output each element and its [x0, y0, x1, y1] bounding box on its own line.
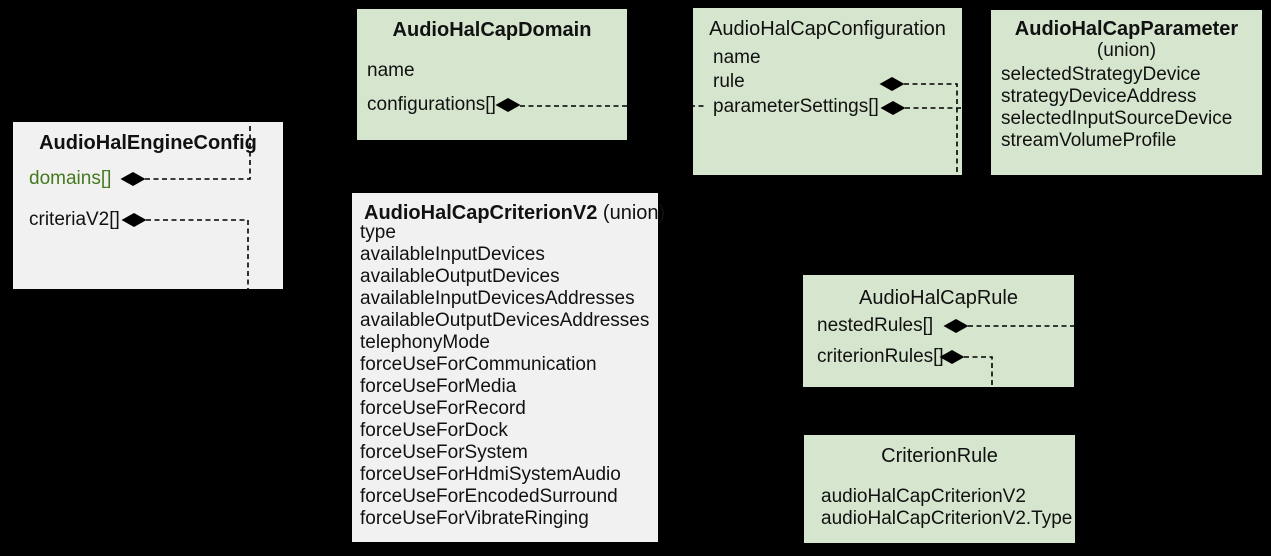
field-audio-hal-cap-criterion-v2: audioHalCapCriterionV2 [821, 486, 1026, 507]
field-strategy-device-address: strategyDeviceAddress [1001, 86, 1197, 107]
field-domains: domains[] [29, 168, 112, 189]
field-force-use-for-hdmi-system-audio: forceUseForHdmiSystemAudio [360, 464, 621, 485]
class-subtitle-union: (union) [1096, 40, 1157, 61]
field-stream-volume-profile: streamVolumeProfile [1001, 130, 1177, 151]
field-selected-input-source-device: selectedInputSourceDevice [1001, 108, 1233, 129]
field-force-use-for-communication: forceUseForCommunication [360, 354, 597, 375]
class-title: AudioHalCapCriterionV2 (union) [352, 201, 665, 225]
field-audio-hal-cap-criterion-v2-type: audioHalCapCriterionV2.Type [821, 508, 1073, 529]
field-name: name [367, 60, 415, 81]
class-title: AudioHalCapDomain [392, 19, 592, 41]
class-title: AudioHalCapRule [859, 287, 1018, 309]
class-box-cap-rule: AudioHalCapRule nestedRules[] criterionR… [803, 275, 1074, 387]
class-title: AudioHalCapConfiguration [709, 18, 946, 40]
class-title-bold: AudioHalCapCriterionV2 [364, 202, 598, 224]
field-force-use-for-record: forceUseForRecord [360, 398, 526, 419]
class-box-cap-domain: AudioHalCapDomain name configurations[] [357, 9, 627, 140]
field-force-use-for-encoded-surround: forceUseForEncodedSurround [360, 486, 618, 507]
field-force-use-for-dock: forceUseForDock [360, 420, 508, 441]
class-title-union-suffix: (union) [597, 202, 666, 224]
field-available-input-devices: availableInputDevices [360, 244, 545, 265]
field-criteriaV2: criteriaV2[] [29, 209, 120, 230]
field-available-output-devices-addresses: availableOutputDevicesAddresses [360, 310, 650, 331]
field-criterion-rules: criterionRules[] [817, 346, 944, 367]
field-available-input-devices-addresses: availableInputDevicesAddresses [360, 288, 635, 309]
field-force-use-for-vibrate-ringing: forceUseForVibrateRinging [360, 508, 589, 529]
field-available-output-devices: availableOutputDevices [360, 266, 560, 287]
field-type: type [360, 222, 396, 243]
class-box-cap-configuration: AudioHalCapConfiguration name rule param… [693, 8, 962, 175]
class-box-criterion-rule: CriterionRule audioHalCapCriterionV2 aud… [804, 435, 1075, 543]
class-title: AudioHalCapParameter [1014, 18, 1239, 40]
class-box-cap-parameter: AudioHalCapParameter (union) selectedStr… [991, 10, 1262, 175]
field-rule: rule [713, 71, 745, 92]
class-title: CriterionRule [881, 445, 998, 467]
field-telephony-mode: telephonyMode [360, 332, 490, 353]
field-selected-strategy-device: selectedStrategyDevice [1001, 64, 1201, 85]
field-parameter-settings: parameterSettings[] [713, 96, 879, 117]
class-box-engine-config: AudioHalEngineConfig domains[] criteriaV… [13, 122, 283, 289]
field-force-use-for-system: forceUseForSystem [360, 442, 528, 463]
class-box-cap-criterion-v2: AudioHalCapCriterionV2 (union) type avai… [352, 193, 665, 542]
class-title: AudioHalEngineConfig [39, 132, 257, 154]
field-name: name [713, 47, 761, 68]
field-configurations: configurations[] [367, 94, 496, 115]
field-nested-rules: nestedRules[] [817, 315, 934, 336]
field-force-use-for-media: forceUseForMedia [360, 376, 517, 397]
